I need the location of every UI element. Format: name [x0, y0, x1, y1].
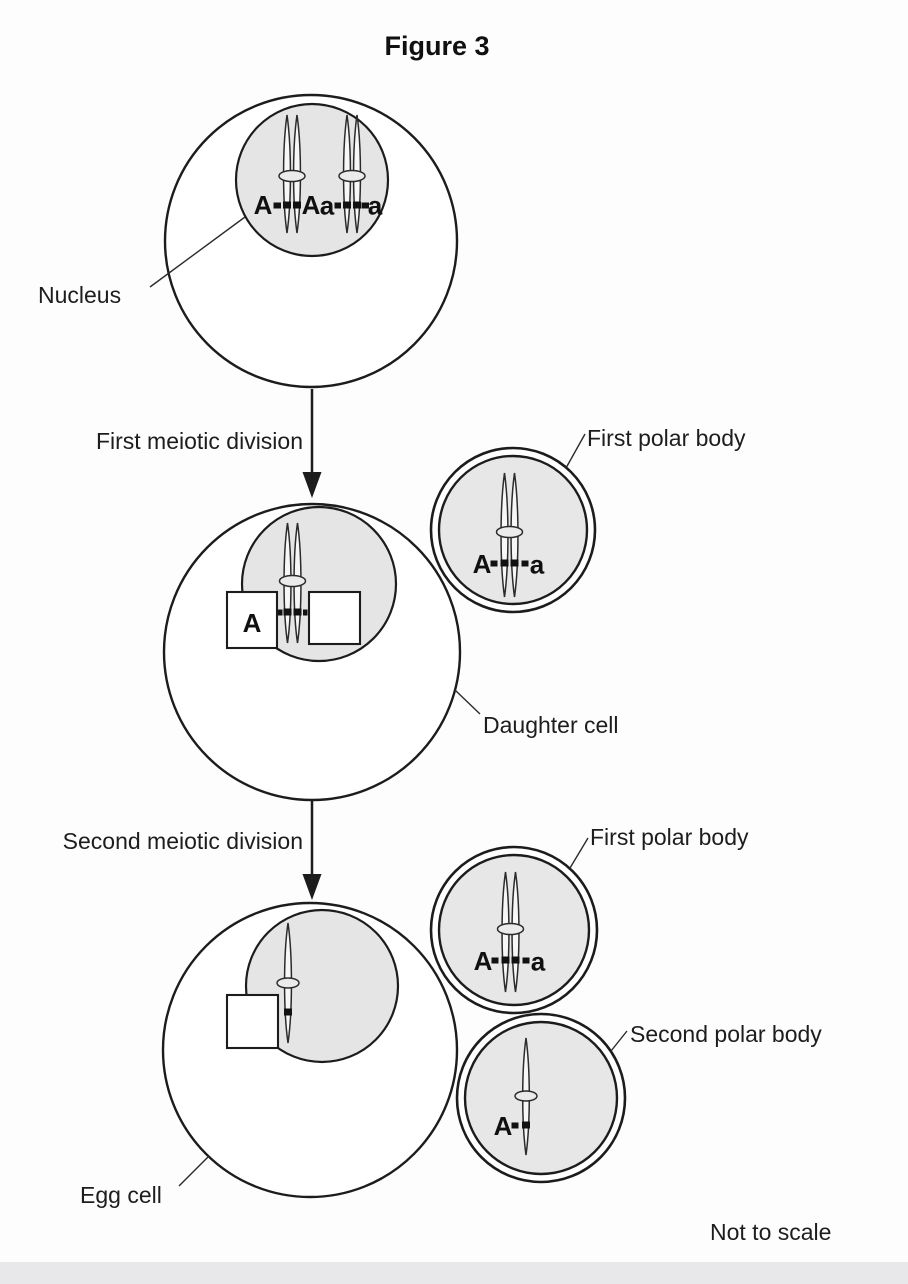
allele-band	[284, 1008, 292, 1016]
answer-box-right	[307, 590, 362, 646]
allele-dash	[334, 202, 341, 209]
arrow-head	[302, 472, 322, 498]
allele-label-A: A	[474, 946, 493, 976]
allele-dash	[511, 1122, 519, 1129]
egg-cell	[161, 901, 459, 1199]
allele-band	[283, 608, 292, 616]
allele-label-A: A	[302, 190, 321, 220]
egg-nucleus	[244, 908, 400, 1064]
second-polar-body-label: Second polar body	[630, 1021, 822, 1047]
allele-band	[353, 201, 361, 209]
chromosome-pair-AA	[278, 114, 306, 234]
footer-band	[0, 1262, 908, 1284]
allele-label-a: a	[320, 191, 335, 221]
first-polar-body-leader-line	[565, 433, 586, 469]
allele-label-A: A	[473, 549, 492, 579]
allele-band	[293, 608, 302, 616]
figure-title: Figure 3	[384, 31, 489, 61]
polar-body-inner-membrane	[463, 1020, 619, 1176]
allele-dash	[490, 560, 498, 567]
answer-box-left	[225, 590, 279, 650]
first-polar-body2-leader-line	[569, 837, 589, 869]
daughter-cell: A	[162, 502, 462, 802]
allele-label-a: a	[530, 550, 545, 580]
nucleus-leader-line	[149, 216, 246, 288]
first-polar-body-stage3: A a	[429, 845, 599, 1015]
allele-label-a: a	[531, 947, 546, 977]
centromere	[514, 1090, 538, 1102]
allele-band	[510, 559, 519, 567]
nucleus-label: Nucleus	[38, 282, 121, 308]
centromere	[495, 525, 524, 539]
centromere	[496, 922, 525, 936]
first-division-label: First meiotic division	[96, 428, 303, 454]
parent-cell: A A a a	[163, 93, 459, 389]
allele-dash	[303, 609, 308, 616]
daughter-cell-label: Daughter cell	[483, 712, 619, 738]
first-polar-body2-label: First polar body	[590, 824, 749, 850]
second-polar-body-leader-line	[610, 1030, 628, 1052]
allele-dash	[491, 957, 499, 964]
daughter-cell-leader-line	[454, 689, 481, 715]
arrow-head	[302, 874, 322, 900]
answer-box-left-value: A	[243, 608, 262, 638]
centromere	[278, 574, 307, 588]
allele-band	[511, 956, 520, 964]
chromosome-pair-aa	[338, 114, 366, 234]
allele-label-A: A	[494, 1111, 513, 1141]
first-polar-body-stage2: A a	[429, 446, 597, 614]
allele-band	[343, 201, 351, 209]
centromere	[276, 977, 300, 989]
parent-nucleus	[234, 102, 390, 258]
second-division-label: Second meiotic division	[63, 828, 303, 854]
first-division-arrow	[302, 389, 322, 498]
centromere	[278, 169, 306, 183]
egg-cell-leader-line	[178, 1155, 210, 1187]
egg-cell-label: Egg cell	[80, 1182, 162, 1208]
allele-label-A: A	[254, 190, 273, 220]
second-division-arrow	[302, 801, 322, 900]
allele-dash	[273, 202, 281, 209]
answer-box-egg	[225, 993, 280, 1050]
allele-dash	[522, 957, 530, 964]
allele-dash	[521, 560, 529, 567]
allele-band	[522, 1121, 530, 1129]
allele-dash	[361, 202, 369, 209]
first-polar-body-label: First polar body	[587, 425, 746, 451]
allele-band	[283, 201, 291, 209]
centromere	[338, 169, 366, 183]
chromosome-pair	[278, 522, 308, 644]
allele-band	[500, 559, 509, 567]
not-to-scale-note: Not to scale	[710, 1219, 831, 1245]
second-polar-body: A	[455, 1012, 627, 1184]
allele-label-a: a	[368, 191, 383, 221]
allele-dash	[278, 609, 283, 616]
allele-band	[293, 201, 301, 209]
allele-band	[501, 956, 510, 964]
